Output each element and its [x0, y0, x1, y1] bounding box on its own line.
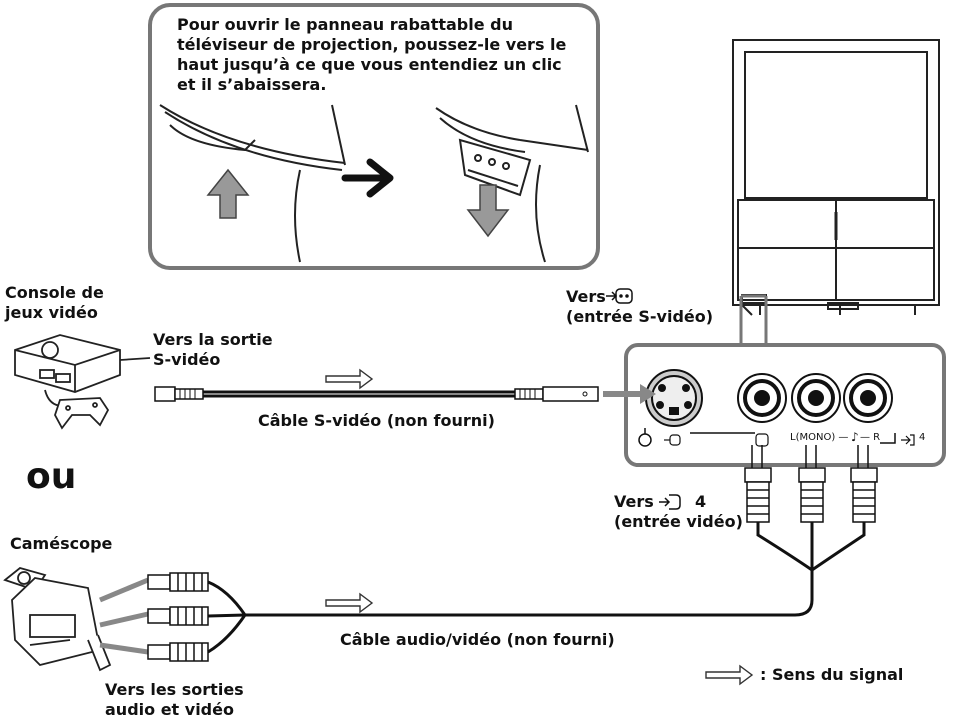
panel-down-arrow-icon [466, 184, 510, 238]
instruction-line: Pour ouvrir le panneau rabattable du [177, 15, 513, 34]
svideo-output-label: Vers la sortie S-vidéo [153, 330, 273, 370]
instruction-line: téléviseur de projection, poussez-le ver… [177, 35, 567, 54]
video-input-label-vers: Vers [614, 492, 654, 511]
video-input-label-number: 4 [694, 492, 707, 511]
av-outputs-label-line: Vers les sorties [105, 680, 244, 699]
camcorder-illustration [3, 567, 112, 672]
svideo-cable [154, 386, 599, 402]
audio-left-jack [791, 373, 841, 423]
camcorder-label: Caméscope [10, 534, 113, 553]
svideo-jack [645, 369, 703, 427]
svideo-output-label-line: S-vidéo [153, 350, 221, 369]
instruction-line: haut jusqu’à ce que vous entendiez un cl… [177, 55, 562, 74]
svideo-input-label: Vers (entrée S-vidéo) [566, 287, 713, 327]
rca-plugs-tv-side [744, 445, 878, 523]
svideo-cable-label: Câble S-vidéo (non fourni) [258, 411, 495, 430]
signal-arrow-svideo-icon [325, 368, 374, 390]
svideo-input-icon [664, 434, 681, 446]
video-input-label-line: Vers 4 [614, 492, 743, 512]
camcorder-connect-arrows [99, 577, 149, 655]
video-input-label-icon [659, 494, 681, 510]
rca-plugs-camcorder-side [147, 572, 209, 662]
signal-arrow-av-icon [325, 592, 374, 614]
svideo-label-icon [606, 288, 633, 304]
signal-legend-label: : Sens du signal [760, 665, 904, 684]
input-arrow-icon [901, 434, 915, 446]
av-outputs-label: Vers les sorties audio et vidéo [105, 680, 244, 720]
audio-right-jack [843, 373, 893, 423]
game-console-illustration [14, 334, 151, 430]
jack-panel-guide-lines [690, 432, 896, 444]
video-input-label: Vers 4 (entrée vidéo) [614, 492, 743, 532]
projection-tv-illustration [732, 39, 940, 316]
svideo-input-label-sub: (entrée S-vidéo) [566, 307, 714, 326]
video-jack [737, 373, 787, 423]
jack-panel-music-glyph: ♪ [851, 430, 859, 444]
tv-corner-closed-illustration [159, 104, 346, 263]
instruction-line: et il s’abaissera. [177, 75, 327, 94]
headphone-icon [638, 428, 652, 447]
av-outputs-label-line: audio et vidéo [105, 700, 234, 719]
av-cable-label: Câble audio/vidéo (non fourni) [340, 630, 615, 649]
svideo-output-label-line: Vers la sortie [153, 330, 273, 349]
game-console-label: Console de jeux vidéo [5, 283, 104, 323]
av-cable-tv-branch [245, 522, 866, 617]
game-console-label-line: Console de [5, 283, 104, 302]
game-console-label-line: jeux vidéo [5, 303, 98, 322]
legend-signal-arrow-icon [705, 664, 754, 686]
tv-corner-open-illustration [435, 104, 589, 263]
jack-panel-r-label: — R [860, 432, 881, 443]
svideo-input-label-vers: Vers [566, 287, 606, 306]
jack-panel-mono-label: L(MONO) — [790, 432, 849, 443]
right-arrow-icon [341, 158, 394, 198]
jack-panel-input-number: 4 [919, 432, 926, 443]
av-cable-camcorder-branch [207, 580, 247, 654]
push-up-arrow-icon [206, 168, 250, 219]
video-input-label-sub: (entrée vidéo) [614, 512, 743, 531]
svideo-connect-arrowhead [640, 384, 656, 404]
instruction-text: Pour ouvrir le panneau rabattable du tél… [177, 15, 566, 95]
or-label: ou [26, 456, 77, 497]
zoom-lines [739, 294, 768, 345]
